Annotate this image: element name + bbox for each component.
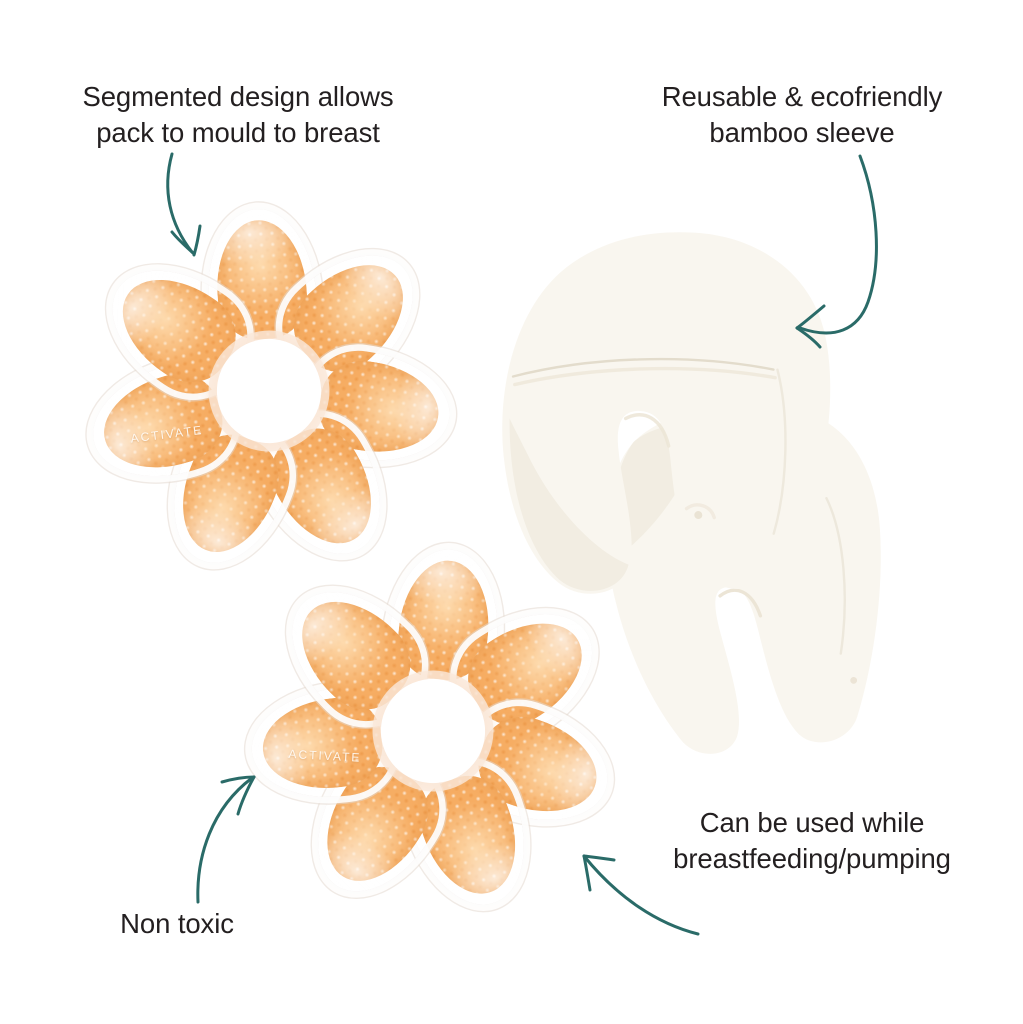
callout-non-toxic: Non toxic <box>120 908 234 939</box>
bamboo-sleeve-upper <box>483 208 856 610</box>
callout-bamboo-sleeve: Reusable & ecofriendly bamboo sleeve <box>661 81 943 148</box>
gel-pack-lower: ACTIVATE <box>245 544 623 921</box>
callout-breastfeeding-pumping: Can be used while breastfeeding/pumping <box>673 807 951 874</box>
callout-segmented-design: Segmented design allows pack to mould to… <box>82 81 394 148</box>
gel-pack-upper: ACTIVATE <box>78 205 458 581</box>
